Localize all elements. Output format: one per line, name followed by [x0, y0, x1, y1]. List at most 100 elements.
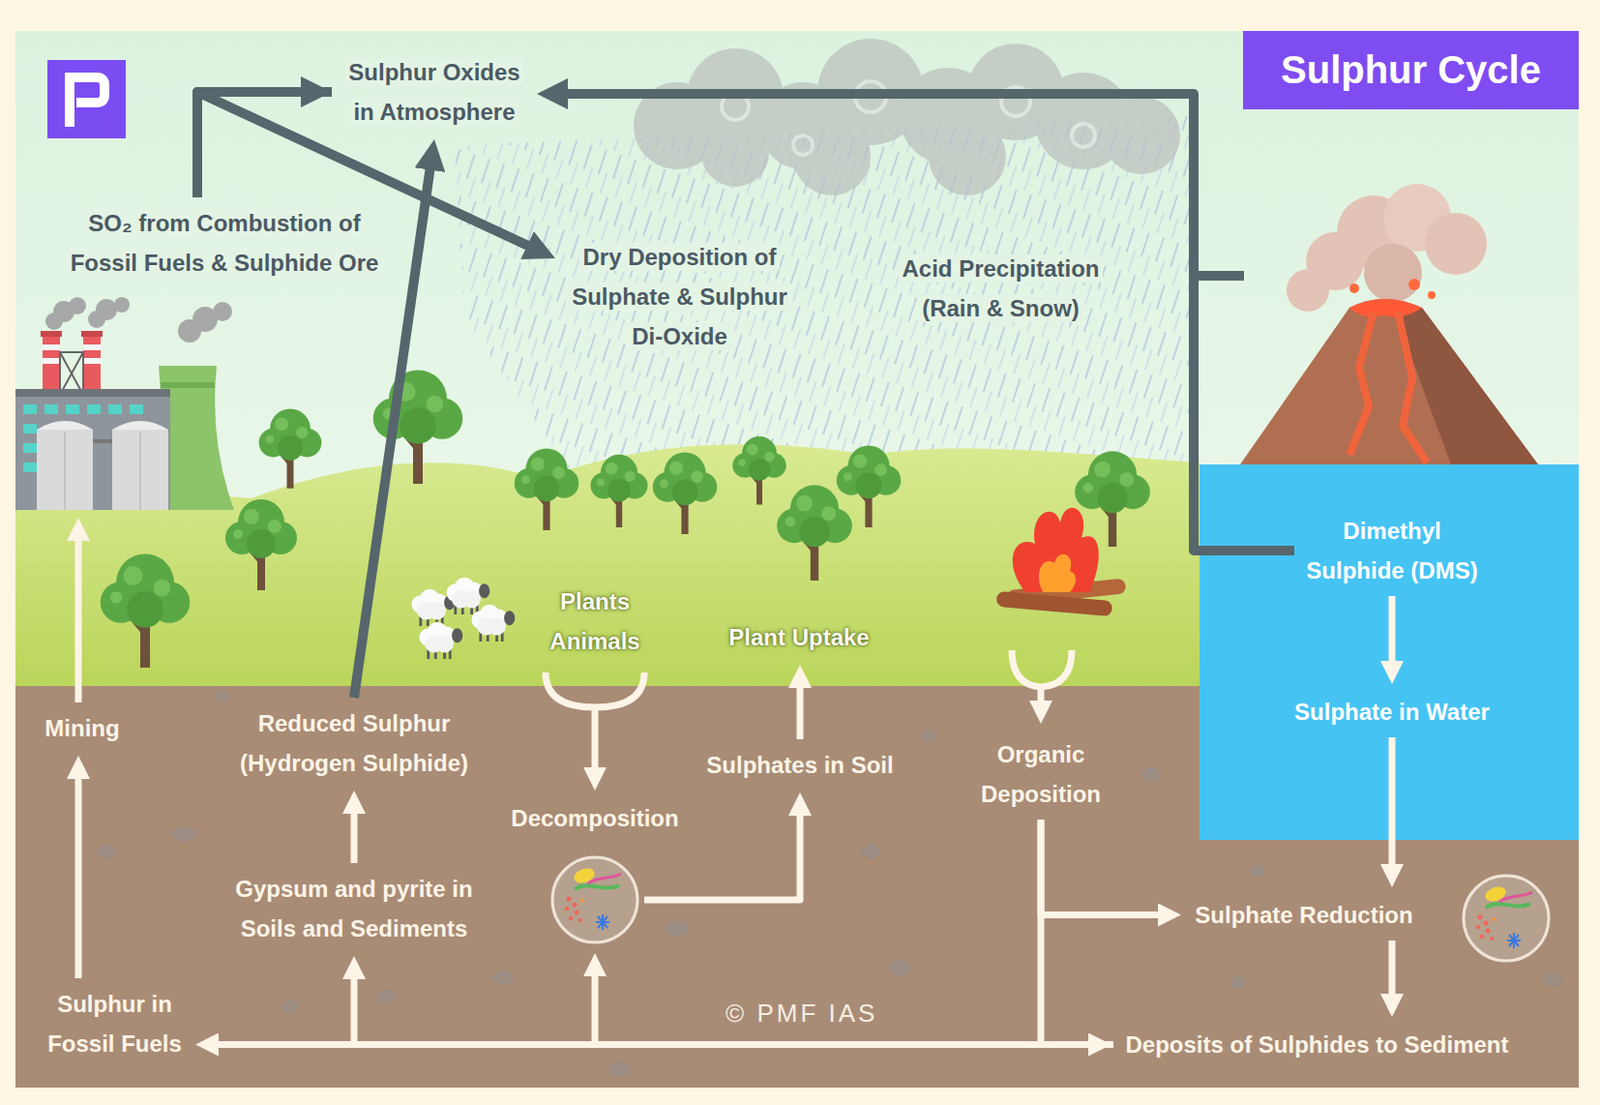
volcano — [1240, 183, 1539, 465]
pebbles — [1249, 864, 1266, 877]
flow-arrow — [1389, 595, 1396, 673]
pebbles — [281, 1000, 299, 1012]
volcano — [1349, 283, 1360, 294]
cycle-stage: Mining — [38, 708, 126, 748]
watermark: © PMF IAS — [725, 998, 878, 1028]
flow-arrow — [354, 154, 433, 698]
cycle-stage: Gypsum and pyrite in Soils and Sediments — [229, 868, 479, 949]
microbe-icon — [1463, 875, 1549, 961]
cycle-stage: Dry Deposition of Sulphate & Sulphur Di-… — [562, 237, 797, 356]
volcano — [1240, 298, 1539, 465]
stage-label: Mining — [44, 714, 119, 741]
title-banner: Sulphur Cycle — [1243, 30, 1579, 110]
clouds — [1102, 96, 1181, 175]
pebbles — [608, 1062, 630, 1076]
flow-arrow — [75, 529, 83, 703]
cycle-stage: Sulphur Oxides in Atmosphere — [339, 52, 530, 132]
pebbles — [492, 970, 514, 984]
stage-label: Plant Uptake — [728, 623, 869, 651]
microbe-icon — [1463, 875, 1549, 961]
trees — [1074, 450, 1151, 547]
clouds — [633, 38, 1181, 196]
logo — [69, 77, 105, 122]
stage-label: Dry Deposition of Sulphate & Sulphur Di-… — [568, 242, 791, 351]
volcano — [1349, 298, 1423, 318]
flow-arrow — [1389, 737, 1396, 876]
stage-label: Sulphate in Water — [1294, 698, 1490, 725]
stage-label: Dimethyl Sulphide (DMS) — [1305, 517, 1478, 584]
cycle-stage: Sulphate Reduction — [1188, 894, 1420, 935]
pebbles — [888, 959, 912, 976]
sheep — [411, 577, 515, 659]
cycle-stage: Plant Uptake — [722, 617, 876, 657]
stage-label: Deposits of Sulphides to Sediment — [1125, 1031, 1509, 1058]
forest-fire — [1012, 507, 1099, 593]
cycle-stage: Sulphate in Water — [1288, 691, 1496, 732]
volcano-link — [1193, 270, 1245, 281]
logo — [47, 59, 126, 139]
trees — [776, 484, 853, 581]
trees — [732, 436, 787, 505]
clouds — [793, 118, 871, 196]
microbe-icon — [552, 857, 638, 943]
pebbles — [860, 844, 881, 859]
forest-fire — [1038, 554, 1076, 593]
cycle-stage: Plants Animals — [543, 581, 647, 661]
volcano — [1427, 291, 1436, 299]
logo — [47, 59, 126, 139]
flow-arrow — [1040, 819, 1170, 916]
diagram-title: Sulphur Cycle — [1280, 48, 1541, 92]
pebbles — [377, 989, 397, 1004]
trees — [590, 454, 648, 528]
cycle-stage: Decomposition — [504, 798, 685, 946]
pebbles — [1141, 767, 1161, 781]
fire-deposition-arrow — [1011, 650, 1072, 712]
stage-label: SO₂ from Combustion of Fossil Fuels & Su… — [67, 208, 383, 277]
stage-label: Acid Precipitation (Rain & Snow) — [898, 254, 1102, 323]
cycle-stage: Sulphur in Fossil Fuels — [41, 983, 188, 1064]
sheep — [471, 604, 515, 642]
microbe-icon — [549, 854, 641, 946]
flow-arrow — [197, 91, 317, 198]
forest-fire — [996, 507, 1127, 617]
trees — [259, 409, 323, 489]
pebbles — [920, 729, 937, 741]
stage-label: Sulphates in Soil — [706, 751, 893, 778]
cycle-stage: Organic Deposition — [975, 734, 1107, 814]
volcano — [1408, 278, 1421, 291]
stage-label: Reduced Sulphur (Hydrogen Sulphide) — [239, 710, 469, 776]
volcano — [1349, 311, 1374, 455]
clouds — [793, 135, 813, 155]
flow-arrow — [354, 967, 1114, 1045]
stage-label: Organic Deposition — [980, 740, 1101, 807]
clouds — [701, 118, 770, 187]
volcano — [1397, 311, 1427, 463]
trees — [836, 444, 902, 528]
trees — [652, 451, 718, 534]
flow-arrow — [797, 676, 804, 740]
sheep — [418, 622, 463, 659]
stage-label: Decomposition — [510, 804, 679, 831]
trees — [225, 499, 297, 591]
cycle-stage: Reduced Sulphur (Hydrogen Sulphide) — [234, 703, 475, 783]
pebbles — [1542, 972, 1563, 986]
cycle-stage: Acid Precipitation (Rain & Snow) — [892, 248, 1109, 328]
pebbles — [1230, 976, 1246, 988]
stage-label: Sulphur Oxides in Atmosphere — [345, 58, 523, 126]
cycle-stage: Dimethyl Sulphide (DMS) — [1300, 510, 1484, 591]
stage-label: Gypsum and pyrite in Soils and Sediments — [235, 875, 473, 942]
stage-label: Sulphate Reduction — [1194, 901, 1413, 928]
forest-fire — [996, 591, 1114, 617]
pebbles — [96, 844, 117, 859]
volcano — [1286, 268, 1330, 312]
pebbles — [172, 826, 196, 842]
stage-label: Sulphur in Fossil Fuels — [47, 990, 182, 1057]
volcano — [1392, 307, 1539, 465]
cycle-stage: SO₂ from Combustion of Fossil Fuels & Su… — [15, 203, 394, 510]
pebbles — [96, 691, 1563, 1076]
flow-arrow — [1040, 819, 1100, 1045]
cycle-stage: Sulphates in Soil — [700, 744, 900, 785]
